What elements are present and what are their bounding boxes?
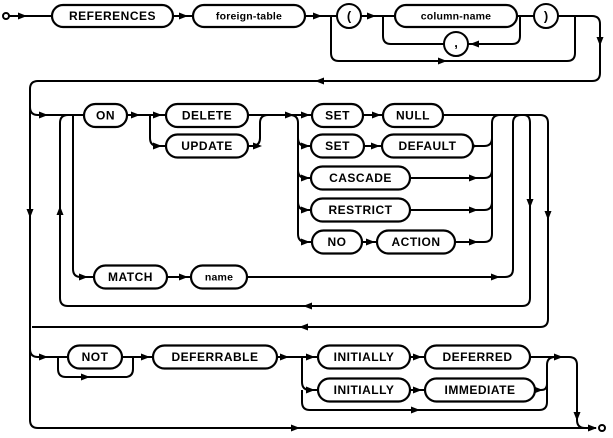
node-not: NOT bbox=[66, 344, 124, 370]
end-terminal-icon bbox=[598, 424, 606, 432]
node-no-label: NO bbox=[328, 235, 347, 249]
node-deferred-label: DEFERRED bbox=[442, 350, 512, 364]
node-close-paren-label: ) bbox=[544, 9, 548, 24]
node-match: MATCH bbox=[92, 264, 169, 290]
node-cascade-label: CASCADE bbox=[329, 171, 392, 185]
node-restrict: RESTRICT bbox=[309, 197, 412, 223]
node-deferred: DEFERRED bbox=[423, 344, 532, 370]
node-set-null-set: SET bbox=[310, 102, 365, 129]
node-foreign-table-label: foreign-table bbox=[216, 11, 282, 23]
node-update-label: UPDATE bbox=[181, 139, 232, 153]
node-comma: , bbox=[443, 31, 469, 57]
node-no: NO bbox=[310, 229, 364, 255]
node-open-paren-label: ( bbox=[347, 9, 352, 24]
node-restrict-label: RESTRICT bbox=[329, 203, 393, 217]
node-default-label: DEFAULT bbox=[399, 139, 457, 153]
arrowheads bbox=[18, 12, 604, 432]
node-open-paren: ( bbox=[336, 3, 362, 29]
node-immediate: IMMEDIATE bbox=[423, 377, 537, 403]
node-null-label: NULL bbox=[396, 109, 430, 123]
node-name: name bbox=[189, 264, 249, 290]
node-not-label: NOT bbox=[82, 350, 109, 364]
node-comma-label: , bbox=[454, 35, 458, 50]
node-set2-label: SET bbox=[325, 139, 350, 153]
node-initially2-label: INITIALLY bbox=[334, 383, 395, 397]
node-initially-immediate-initially: INITIALLY bbox=[316, 377, 412, 403]
node-name-label: name bbox=[205, 272, 233, 284]
node-default: DEFAULT bbox=[380, 133, 475, 159]
node-set1-label: SET bbox=[325, 109, 350, 123]
node-deferrable-label: DEFERRABLE bbox=[171, 350, 258, 364]
node-initially-deferred-initially: INITIALLY bbox=[316, 344, 412, 370]
node-close-paren: ) bbox=[533, 3, 559, 29]
node-references-label: REFERENCES bbox=[69, 9, 156, 23]
node-on-label: ON bbox=[96, 109, 115, 123]
node-immediate-label: IMMEDIATE bbox=[445, 383, 516, 397]
node-cascade: CASCADE bbox=[309, 165, 412, 191]
node-on: ON bbox=[82, 102, 129, 129]
node-foreign-table: foreign-table bbox=[191, 3, 307, 29]
node-action: ACTION bbox=[375, 229, 457, 255]
node-references: REFERENCES bbox=[50, 3, 175, 29]
node-match-label: MATCH bbox=[108, 270, 153, 284]
node-set-default-set: SET bbox=[309, 133, 366, 159]
node-initially1-label: INITIALLY bbox=[334, 350, 395, 364]
node-null: NULL bbox=[381, 102, 445, 129]
node-column-name-label: column-name bbox=[421, 11, 491, 23]
node-action-label: ACTION bbox=[392, 235, 441, 249]
start-terminal-icon bbox=[2, 12, 10, 20]
node-deferrable: DEFERRABLE bbox=[151, 344, 279, 370]
node-delete: DELETE bbox=[164, 102, 250, 129]
node-column-name: column-name bbox=[393, 3, 519, 29]
node-update: UPDATE bbox=[164, 133, 250, 159]
node-delete-label: DELETE bbox=[182, 109, 232, 123]
